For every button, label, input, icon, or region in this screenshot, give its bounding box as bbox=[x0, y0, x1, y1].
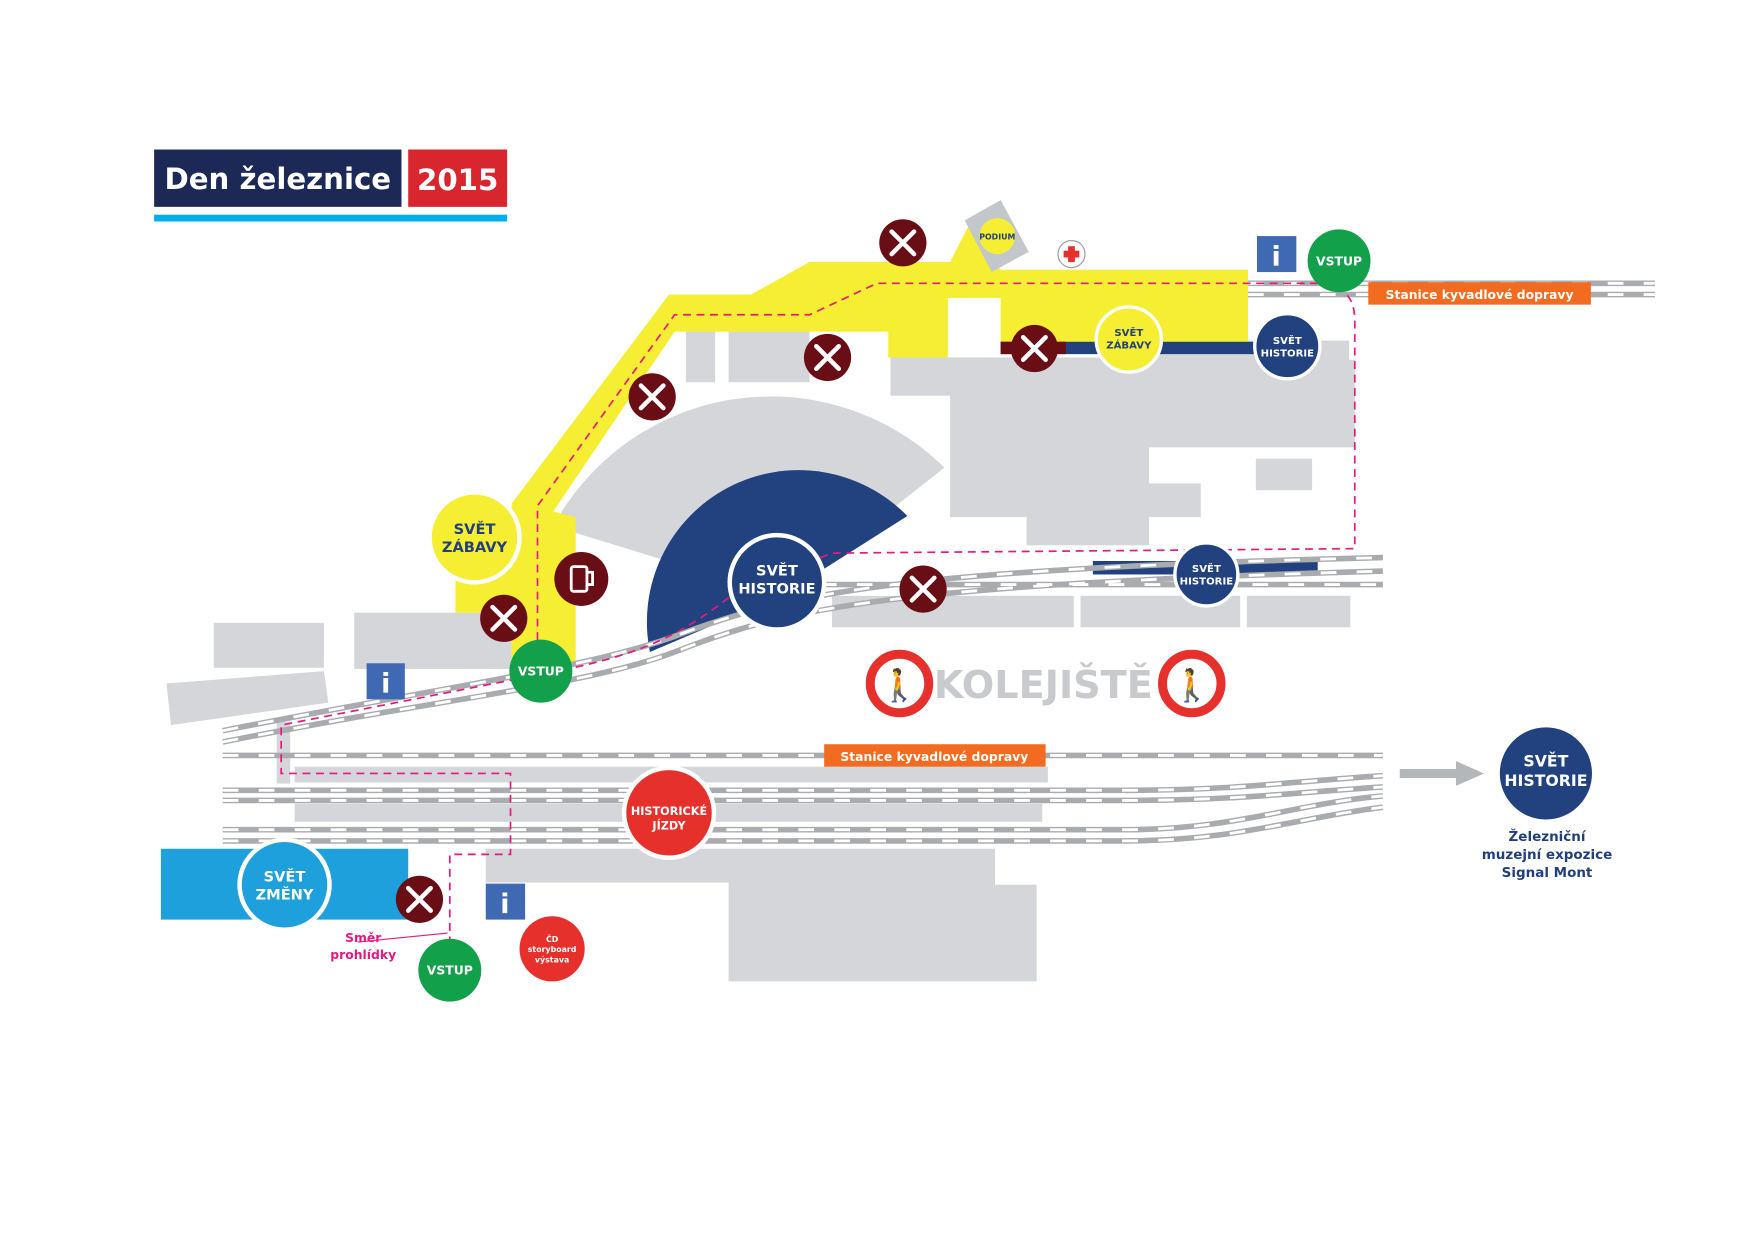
restaurant-icon[interactable] bbox=[899, 565, 947, 613]
entry-bottom[interactable]: VSTUP bbox=[418, 938, 482, 1002]
restaurant-icon[interactable] bbox=[1010, 324, 1058, 373]
info-icon: i bbox=[1271, 241, 1280, 272]
entry-top-right[interactable]: VSTUP bbox=[1307, 229, 1371, 293]
shuttle-label: Stanice kyvadlové dopravy bbox=[840, 750, 1028, 764]
restaurant-icon[interactable] bbox=[395, 875, 444, 923]
svg-text:VSTUP: VSTUP bbox=[518, 665, 564, 679]
svg-text:HISTORIE: HISTORIE bbox=[1504, 771, 1587, 790]
historicke-jizdy-marker[interactable]: HISTORICKÉ JÍZDY bbox=[621, 765, 717, 861]
route-pointer bbox=[357, 932, 448, 943]
museum-label: Signal Mont bbox=[1502, 865, 1593, 881]
svg-text:JÍZDY: JÍZDY bbox=[651, 820, 686, 833]
restaurants bbox=[395, 219, 1058, 923]
shuttle-station-mid[interactable]: Stanice kyvadlové dopravy bbox=[824, 744, 1046, 767]
info-point-top[interactable]: i bbox=[1256, 236, 1297, 272]
no-pedestrians-icon: 🚶 bbox=[1158, 649, 1226, 718]
info-icon: i bbox=[500, 889, 509, 920]
svg-text:SVĚT: SVĚT bbox=[1192, 562, 1221, 575]
map-title: Den železnice bbox=[164, 162, 391, 196]
kolejiste-label: KOLEJIŠTĚ bbox=[934, 661, 1153, 708]
svg-text:HISTORICKÉ: HISTORICKÉ bbox=[631, 805, 707, 818]
svet-zabavy-top[interactable]: SVĚT ZÁBAVY bbox=[1094, 305, 1164, 374]
svg-text:storyboard: storyboard bbox=[528, 945, 577, 954]
svg-text:HISTORIE: HISTORIE bbox=[1261, 348, 1315, 359]
svet-historie-mid[interactable]: SVĚT HISTORIE bbox=[1173, 541, 1240, 608]
svet-historie-main[interactable]: SVĚT HISTORIE bbox=[727, 532, 827, 632]
podium-marker[interactable]: PODIUM bbox=[979, 218, 1016, 255]
marker-label: SVĚT bbox=[264, 868, 306, 885]
svg-text:SVĚT: SVĚT bbox=[1114, 326, 1143, 339]
shuttle-station-top[interactable]: Stanice kyvadlové dopravy bbox=[1368, 282, 1591, 305]
svet-historie-top[interactable]: SVĚT HISTORIE bbox=[1253, 311, 1322, 381]
svet-historie-signal-mont[interactable]: SVĚT HISTORIE Železniční muzejní expozic… bbox=[1399, 727, 1613, 881]
restaurant-icon[interactable] bbox=[803, 333, 852, 382]
svet-zmeny-marker[interactable]: SVĚT ZMĚNY bbox=[237, 837, 332, 932]
svg-text:SVĚT: SVĚT bbox=[1273, 334, 1302, 347]
svg-text:VSTUP: VSTUP bbox=[427, 964, 473, 978]
svg-text:SVĚT: SVĚT bbox=[454, 521, 496, 538]
svg-text:výstava: výstava bbox=[535, 955, 569, 964]
svg-text:SVĚT: SVĚT bbox=[1523, 752, 1568, 771]
marker-label: ZMĚNY bbox=[256, 886, 314, 903]
svg-text:SVĚT: SVĚT bbox=[756, 563, 798, 580]
info-icon: i bbox=[381, 669, 390, 700]
track-area-warning: 🚶 KOLEJIŠTĚ 🚶 bbox=[865, 649, 1226, 718]
map-year: 2015 bbox=[417, 163, 498, 197]
info-point-bottom[interactable]: i bbox=[485, 883, 526, 920]
svg-text:HISTORIE: HISTORIE bbox=[1180, 577, 1234, 588]
museum-label: muzejní expozice bbox=[1482, 847, 1613, 863]
restaurant-icon[interactable] bbox=[879, 219, 927, 267]
svg-text:VSTUP: VSTUP bbox=[1316, 254, 1362, 268]
route-label-1: Směr bbox=[345, 931, 382, 945]
cd-storyboard-marker[interactable]: ČD storyboard výstava bbox=[519, 916, 585, 982]
restaurant-icon[interactable] bbox=[628, 373, 676, 421]
svg-text:🚶: 🚶 bbox=[1172, 667, 1211, 704]
first-aid-icon bbox=[1057, 240, 1086, 269]
svet-zabavy-main[interactable]: SVĚT ZÁBAVY bbox=[427, 490, 522, 585]
beer-icon[interactable] bbox=[554, 551, 609, 606]
svg-text:PODIUM: PODIUM bbox=[979, 232, 1015, 241]
route-label-2: prohlídky bbox=[330, 948, 396, 962]
header-logo: Den železnice 2015 bbox=[154, 149, 508, 222]
restaurant-icon[interactable] bbox=[480, 594, 528, 642]
svg-text:ČD: ČD bbox=[546, 933, 559, 944]
museum-label: Železniční bbox=[1509, 827, 1587, 845]
svg-text:🚶: 🚶 bbox=[880, 667, 919, 704]
svg-text:ZÁBAVY: ZÁBAVY bbox=[442, 539, 508, 556]
info-point-left[interactable]: i bbox=[366, 663, 405, 700]
no-pedestrians-icon: 🚶 bbox=[865, 649, 934, 718]
entry-middle[interactable]: VSTUP bbox=[509, 639, 573, 703]
shuttle-label: Stanice kyvadlové dopravy bbox=[1386, 288, 1574, 302]
arrow-right-icon bbox=[1399, 761, 1485, 786]
svg-text:HISTORIE: HISTORIE bbox=[738, 581, 815, 598]
svg-text:ZÁBAVY: ZÁBAVY bbox=[1106, 339, 1152, 352]
